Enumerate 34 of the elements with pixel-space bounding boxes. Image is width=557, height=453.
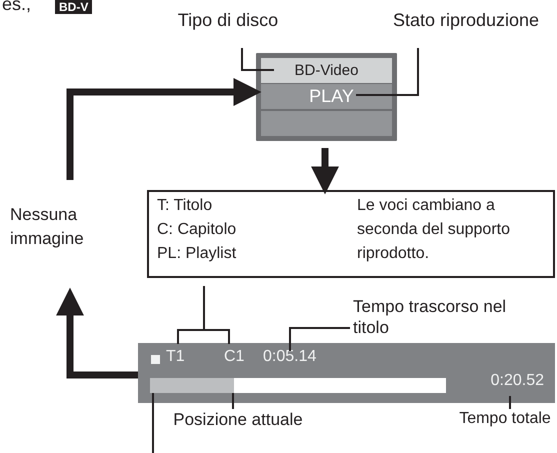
callout-label: Posizione attuale [168, 410, 308, 432]
leader-line [203, 286, 230, 344]
leader-line [509, 396, 511, 409]
callout-label: Tempo totale [456, 410, 554, 432]
status-text: T1 [166, 348, 192, 370]
playback-status-row: PLAY [261, 84, 392, 109]
empty-row [261, 111, 392, 136]
status-text: 0:20.52 [474, 372, 544, 394]
disc-type-badge: BD-V [55, 0, 92, 14]
disc-type-row: BD-Video [261, 58, 392, 83]
leader-line [289, 327, 350, 351]
callout-label: Tipo di disco [168, 10, 288, 32]
status-text: 0:05.14 [263, 348, 333, 370]
arrow [56, 288, 138, 378]
leader-line [232, 393, 234, 409]
leader-line [152, 393, 154, 453]
display-panel [256, 53, 397, 141]
note-text: Le voci cambiano a seconda del supporto riprodotto. [357, 196, 511, 264]
status-bar [138, 343, 555, 403]
example-label: es., [2, 0, 32, 15]
side-label: Nessuna immagine [10, 203, 110, 251]
progress-track [150, 378, 446, 393]
leader-line [241, 48, 274, 71]
leader-line [356, 48, 419, 96]
callout-label: Stato riproduzione [378, 10, 554, 32]
info-box [147, 190, 555, 278]
legend-entry: PL: Playlist [157, 244, 236, 264]
progress-fill [150, 378, 234, 393]
status-text: C1 [224, 348, 250, 370]
arrow [66, 78, 262, 180]
legend-entry: C: Capitolo [157, 220, 236, 240]
callout-label: Tempo trascorso nel titolo [353, 296, 543, 340]
arrow [311, 148, 339, 194]
legend-entry: T: Titolo [157, 196, 212, 216]
